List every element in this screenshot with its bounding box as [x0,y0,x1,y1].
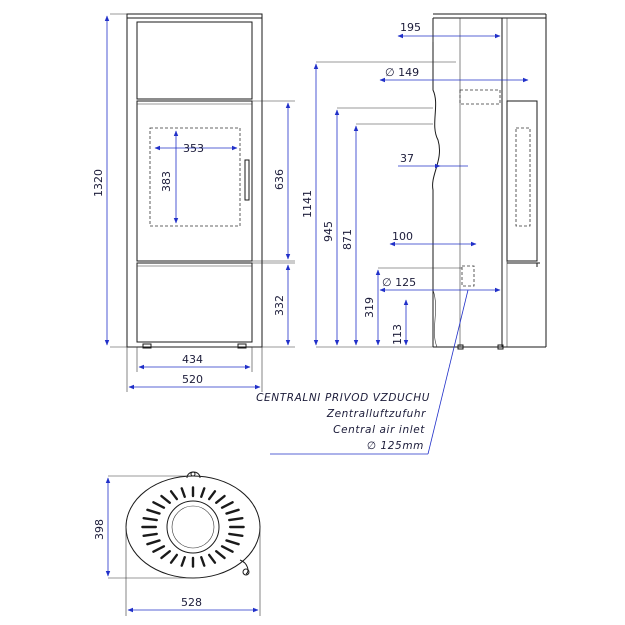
vent-slot [207,553,217,564]
dim-total-width: 520 [182,373,203,386]
vent-slot [207,490,217,501]
top-view: 398 528 [93,471,261,616]
vent-slot [146,508,161,515]
vent-slot [180,487,186,498]
air-inlet-note: CENTRALNI PRIVOD VZDUCHU Zentralluftzufu… [256,289,469,455]
vent-slot [220,501,234,509]
flue-outlet [459,89,501,105]
dim-top-width: 528 [181,596,202,609]
vent-slot [225,508,240,515]
dim-top-depth: 398 [93,519,106,540]
vent-slot [169,553,179,564]
bottom-panel [136,262,253,343]
door-window [149,127,241,227]
vent-slot [146,539,161,546]
vent-slot [200,556,206,567]
air-inlet [461,265,475,287]
dim-offset-100: 100 [392,230,413,243]
flue-ring [166,500,220,554]
vent-slot [220,545,234,553]
dim-height-945: 945 [322,221,335,242]
dim-inlet-diameter: ∅ 125 [382,276,416,289]
dim-bottom-height: 332 [273,295,286,316]
vent-slot [152,501,166,509]
dim-window-width: 353 [183,142,204,155]
upper-panel [136,21,253,100]
dim-height-319: 319 [363,297,376,318]
note-line-1: CENTRALNI PRIVOD VZDUCHU [256,392,430,404]
note-line-3: Central air inlet [333,424,425,436]
vent-slot [225,539,240,546]
vent-slot [160,494,172,504]
dim-height-871: 871 [341,229,354,250]
vent-slot [160,550,172,560]
vent-slot [228,532,244,538]
vent-slot [200,487,206,498]
dim-flue-height: 1141 [301,190,314,218]
vent-slot [142,516,158,522]
dim-window-height: 383 [160,171,173,192]
note-line-2: Zentralluftzufuhr [326,408,426,420]
side-door-profile [506,100,538,262]
dim-offset-37: 37 [400,152,414,165]
vent-slots [141,486,245,568]
vent-slot [214,550,226,560]
vent-slot [180,556,186,567]
side-view: 195 ∅ 149 1141 945 871 37 100 ∅ 125 319 [301,13,547,350]
door [136,100,253,262]
vent-slot [228,516,244,522]
dim-flue-diameter: ∅ 149 [385,66,419,79]
vent-slot [142,532,158,538]
vent-slot [214,494,226,504]
dim-inner-width: 434 [182,353,203,366]
dim-top-offset: 195 [400,21,421,34]
front-view: 353 383 1320 636 332 434 520 [92,13,295,392]
door-handle [244,159,250,201]
vent-slot [169,490,179,501]
front-outline [126,13,263,348]
dim-total-height: 1320 [92,169,105,197]
note-line-4: ∅ 125mm [367,440,424,452]
dim-height-113: 113 [391,324,404,345]
vent-slot [152,545,166,553]
dim-door-height: 636 [273,169,286,190]
side-rear-edge [432,18,440,347]
